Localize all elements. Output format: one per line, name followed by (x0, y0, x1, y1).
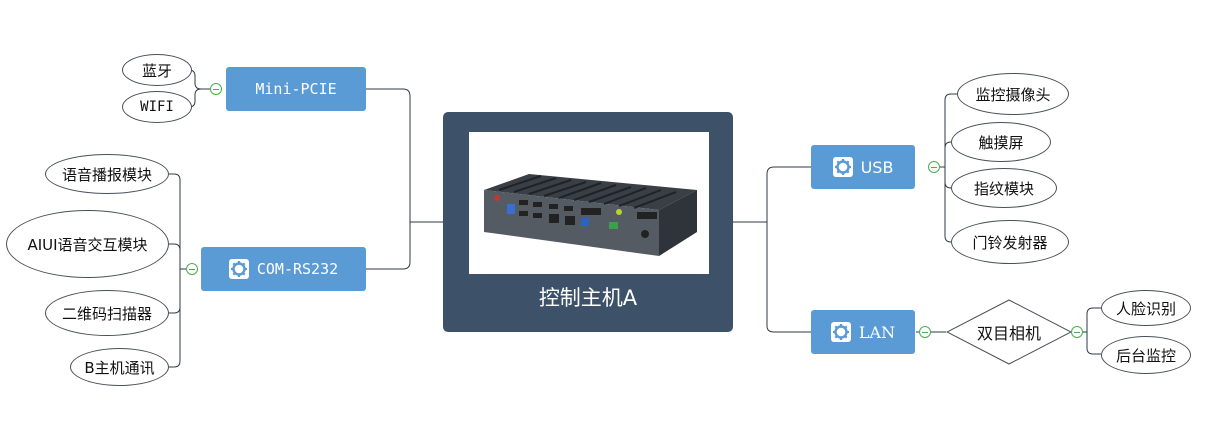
node-mini-pcie[interactable]: Mini-PCIE (226, 67, 366, 111)
node-surveillance-camera-label: 监控摄像头 (975, 85, 1051, 104)
gear-icon (228, 259, 249, 279)
node-doorbell-transmitter[interactable]: 门铃发射器 (951, 220, 1069, 264)
node-voice-broadcast-label: 语音播报模块 (61, 165, 152, 184)
node-binocular-camera-label: 双目相机 (976, 324, 1041, 343)
node-bluetooth[interactable]: 蓝牙 (122, 54, 192, 86)
node-usb-label: USB (860, 157, 894, 177)
collapse-icon[interactable] (919, 326, 931, 338)
node-usb[interactable]: USB (811, 145, 915, 189)
node-wifi[interactable]: WIFI (122, 91, 192, 123)
node-voice-broadcast[interactable]: 语音播报模块 (45, 154, 169, 194)
node-touchscreen[interactable]: 触摸屏 (951, 122, 1051, 162)
node-backend-monitor-label: 后台监控 (1115, 346, 1176, 365)
collapse-icon[interactable] (186, 263, 198, 275)
node-backend-monitor[interactable]: 后台监控 (1101, 336, 1191, 374)
node-com-rs232[interactable]: COM-RS232 (201, 247, 366, 291)
collapse-icon[interactable] (210, 83, 222, 95)
node-b-host-comm-label: B主机通讯 (84, 358, 155, 377)
node-face-recognition-label: 人脸识别 (1115, 299, 1176, 318)
center-node[interactable]: 控制主机A (443, 112, 733, 332)
gear-icon (830, 322, 851, 342)
node-doorbell-transmitter-label: 门铃发射器 (972, 233, 1048, 252)
node-qr-scanner-label: 二维码扫描器 (61, 304, 152, 323)
node-face-recognition[interactable]: 人脸识别 (1101, 290, 1191, 326)
node-fingerprint-label: 指纹模块 (973, 179, 1034, 198)
node-touchscreen-label: 触摸屏 (978, 133, 1024, 152)
node-lan[interactable]: LAN (811, 310, 915, 354)
diamond-shape (945, 299, 1073, 365)
mini-pc-image (469, 132, 709, 274)
node-wifi-label: WIFI (140, 99, 174, 115)
node-b-host-comm[interactable]: B主机通讯 (70, 348, 169, 386)
node-mini-pcie-label: Mini-PCIE (255, 80, 337, 98)
node-binocular-camera[interactable]: 双目相机 (945, 299, 1073, 365)
center-label: 控制主机A (538, 286, 638, 310)
collapse-icon[interactable] (928, 161, 940, 173)
node-surveillance-camera[interactable]: 监控摄像头 (957, 73, 1069, 115)
node-fingerprint[interactable]: 指纹模块 (951, 168, 1057, 208)
gear-icon (832, 157, 853, 177)
node-lan-label: LAN (858, 322, 896, 342)
node-bluetooth-label: 蓝牙 (141, 61, 172, 80)
node-qr-scanner[interactable]: 二维码扫描器 (45, 290, 169, 336)
node-aiui-voice[interactable]: AIUI语音交互模块 (6, 210, 169, 278)
collapse-icon[interactable] (1071, 326, 1083, 338)
node-aiui-voice-label: AIUI语音交互模块 (27, 235, 148, 254)
node-com-rs232-label: COM-RS232 (256, 260, 339, 278)
